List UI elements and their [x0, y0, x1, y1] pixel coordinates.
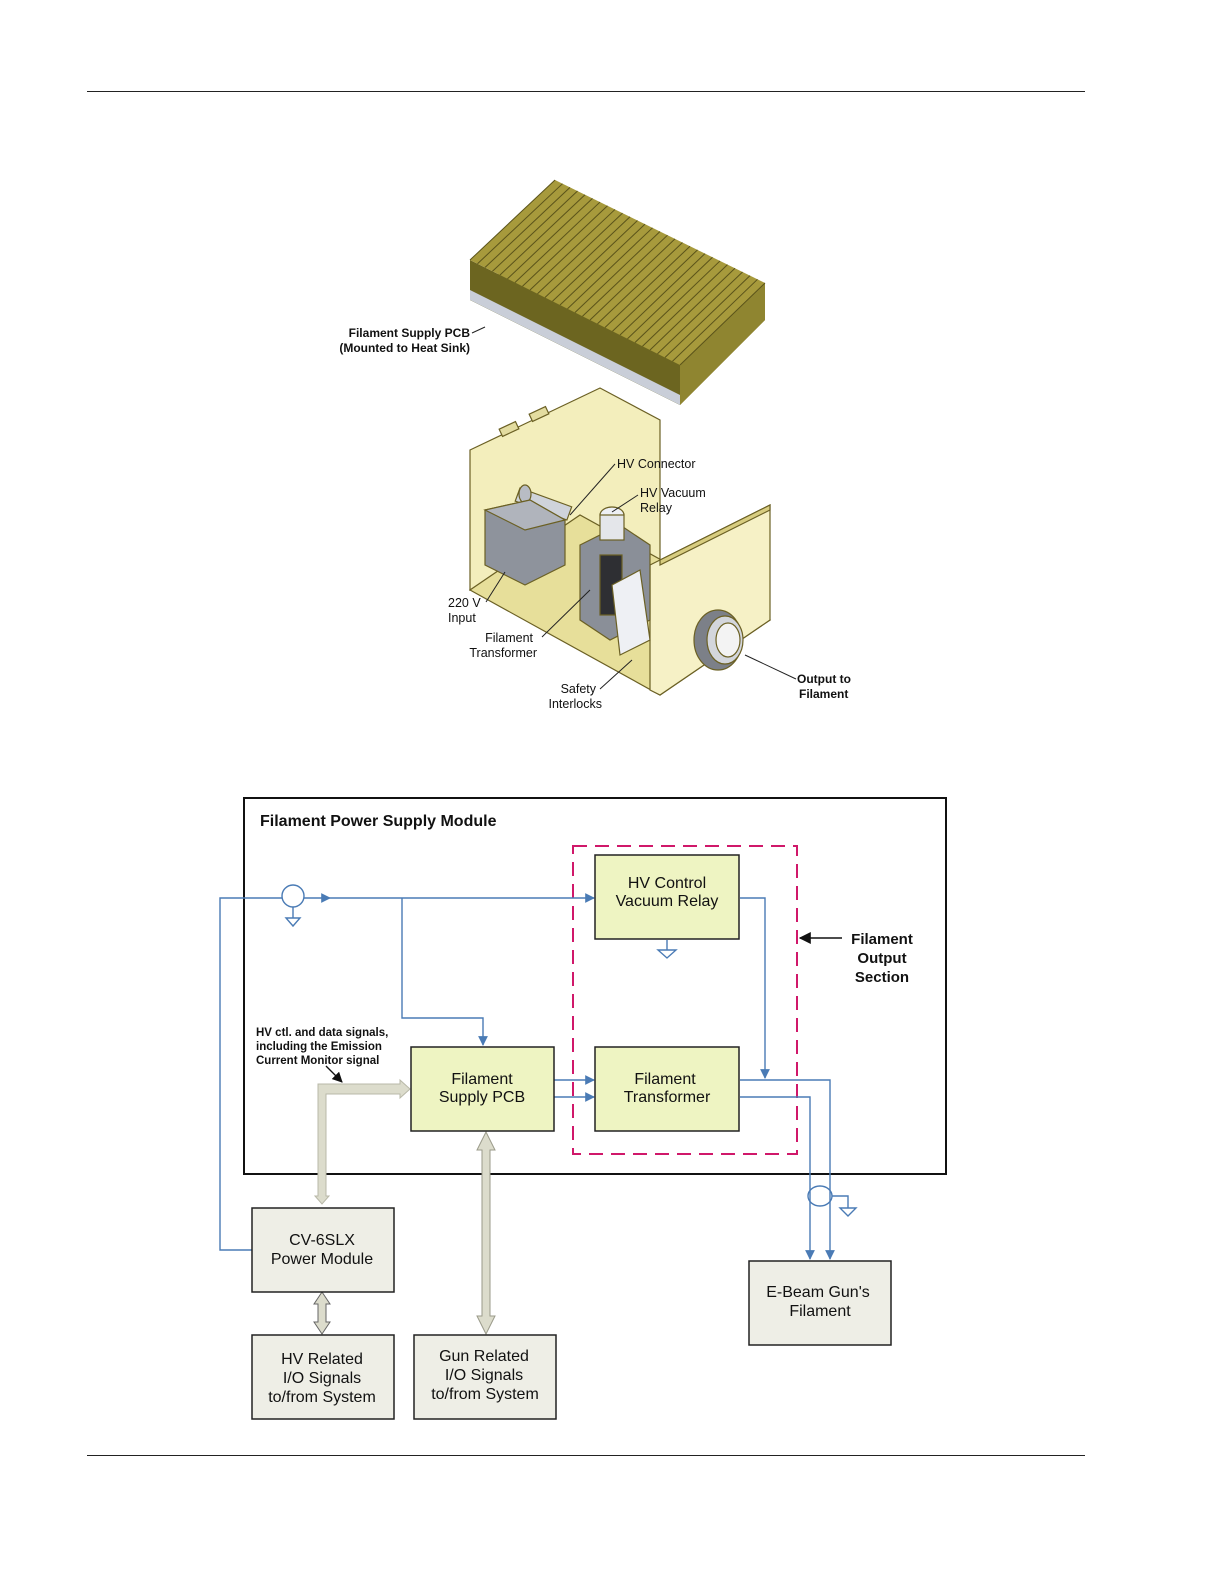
transformer-box: Filament Transformer: [594, 1046, 740, 1132]
heat-sink-fin: [522, 205, 608, 287]
signal-note-3: Current Monitor signal: [256, 1055, 379, 1067]
transformer-label: Filament: [485, 631, 533, 645]
bottom-rule: [87, 1455, 1085, 1456]
hv-io-bus: [313, 1291, 331, 1335]
interlocks-label: Safety: [561, 682, 597, 696]
hv-io-line1: HV Related: [281, 1351, 363, 1368]
heat-sink-fin: [574, 231, 661, 313]
heat-sink-fin: [649, 267, 736, 351]
top-rule: [87, 91, 1085, 92]
heat-sink-fin: [604, 245, 691, 328]
power-module-box: CV-6SLX Power Module: [251, 1207, 395, 1293]
heat-sink-fin: [529, 209, 616, 291]
hv-signal-bus: [313, 1078, 411, 1205]
heat-sink-fin: [484, 186, 571, 268]
transformer-line1: Filament: [634, 1071, 696, 1088]
signal-note-1: HV ctl. and data signals,: [256, 1027, 388, 1039]
heat-sink-fin: [582, 234, 668, 317]
heat-sink-fin: [469, 179, 556, 261]
heat-sink-fin: [642, 264, 728, 347]
interlocks-label-2: Interlocks: [549, 697, 603, 711]
hv-relay-line1: HV Control: [628, 875, 706, 892]
hv-io-box: HV Related I/O Signals to/from System: [251, 1334, 395, 1420]
ebeam-line1: E-Beam Gun's: [766, 1284, 870, 1301]
heat-sink-fin: [552, 220, 638, 302]
hv-io-line2: I/O Signals: [283, 1370, 361, 1387]
power-module-line1: CV-6SLX: [289, 1232, 355, 1249]
module-frame: [243, 797, 947, 1175]
heat-sink-fin: [537, 212, 623, 295]
supply-pcb-line1: Filament: [451, 1071, 513, 1088]
heat-sink-fin: [492, 190, 578, 272]
chassis: [468, 387, 772, 696]
section-label-1: Filament: [851, 931, 913, 948]
heat-sink-fin: [567, 227, 653, 310]
gun-io-line3: to/from System: [431, 1386, 539, 1403]
section-label-3: Section: [855, 969, 909, 986]
heat-sink-fin: [544, 216, 631, 298]
transformer-line2: Transformer: [624, 1089, 711, 1106]
heat-sink-fin: [672, 278, 758, 362]
input-label: 220 V: [448, 596, 481, 610]
heat-sink-fin: [619, 253, 706, 336]
heat-sink-fin: [679, 282, 766, 366]
supply-pcb-line2: Supply PCB: [439, 1089, 525, 1106]
gun-signal-bus: [476, 1130, 496, 1336]
hv-relay-line2: Vacuum Relay: [616, 893, 719, 910]
heat-sink: [469, 179, 766, 405]
gun-io-box: Gun Related I/O Signals to/from System: [413, 1334, 557, 1420]
section-label-2: Output: [857, 950, 906, 967]
heat-sink-fin: [514, 201, 601, 283]
heat-sink-fin: [559, 223, 646, 306]
supply-pcb-box: Filament Supply PCB: [410, 1046, 555, 1132]
signal-lines: [219, 884, 858, 1260]
power-module-line2: Power Module: [271, 1251, 373, 1268]
ebeam-box: E-Beam Gun's Filament: [748, 1260, 892, 1346]
filament-supply-illustration: Filament Supply PCB (Mounted to Heat Sin…: [339, 179, 851, 711]
module-title: Filament Power Supply Module: [260, 813, 497, 830]
hv-connector-label: HV Connector: [617, 457, 696, 471]
vacuum-relay-label: HV Vacuum: [640, 486, 706, 500]
heat-sink-fin: [657, 271, 743, 355]
heat-sink-fin: [499, 194, 586, 276]
heat-sink-fin: [612, 249, 698, 332]
block-diagram: Filament Power Supply Module Filament Ou…: [219, 797, 947, 1420]
filament-output-section: [572, 845, 798, 1155]
hv-relay-box: HV Control Vacuum Relay: [594, 854, 740, 940]
vacuum-relay-label-2: Relay: [640, 501, 673, 515]
output-label-2: Filament: [799, 687, 848, 701]
heat-sink-fin: [634, 260, 721, 343]
transformer-label-2: Transformer: [469, 646, 537, 660]
gun-io-line2: I/O Signals: [445, 1367, 523, 1384]
heat-sink-fin: [597, 242, 683, 325]
pcb-label: Filament Supply PCB: [349, 326, 471, 340]
heat-sink-fin: [477, 183, 563, 265]
hv-io-line3: to/from System: [268, 1389, 376, 1406]
pcb-label-sub: (Mounted to Heat Sink): [339, 341, 470, 355]
heat-sink-fin: [507, 198, 593, 280]
output-label: Output to: [797, 672, 851, 686]
ebeam-line2: Filament: [789, 1303, 851, 1320]
heat-sink-fin: [627, 256, 713, 340]
signal-note-2: including the Emission: [256, 1041, 382, 1053]
input-label-2: Input: [448, 611, 476, 625]
heat-sink-fin: [589, 238, 676, 321]
gun-io-line1: Gun Related: [439, 1348, 529, 1365]
heat-sink-fin: [664, 275, 751, 358]
